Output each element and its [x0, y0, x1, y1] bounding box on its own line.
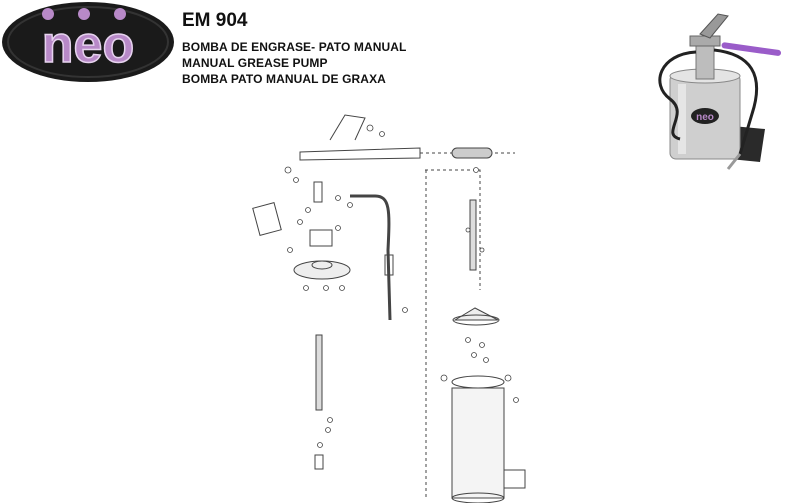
logo-dot: [78, 8, 90, 20]
side-bracket: [252, 202, 282, 236]
logo-ellipse: [2, 2, 174, 82]
logo-dot: [114, 8, 126, 20]
lever-bracket: [329, 114, 366, 141]
tank-logo-text: neo: [696, 112, 714, 123]
model-number: EM 904: [182, 10, 248, 31]
title-block: EM 904 BOMBA DE ENGRASE- PATO MANUAL MAN…: [182, 10, 406, 88]
pump-handle: [721, 42, 782, 56]
nozzle: [726, 153, 742, 170]
hose-drawing: [350, 194, 392, 321]
follower-plate: [451, 375, 505, 389]
tank-logo: [691, 108, 719, 124]
title-portuguese: BOMBA DE ENGRASE- PATO MANUAL: [182, 40, 407, 54]
lever-arm: [299, 147, 421, 161]
pump-body: [695, 43, 715, 80]
suction-tube: [315, 334, 323, 411]
tank-foot: [504, 469, 526, 489]
title-english: MANUAL GREASE PUMP: [182, 56, 328, 70]
logo-text: neo: [42, 16, 134, 74]
tank-cover: [453, 307, 499, 321]
pump-body-part: [309, 229, 333, 247]
lever-grip: [451, 147, 493, 159]
plunger-rod: [469, 199, 477, 271]
pump-head-part: [313, 181, 323, 203]
logo-dot: [42, 8, 54, 20]
neo-logo: neo: [2, 2, 174, 82]
product-photo: neo: [658, 13, 782, 170]
pump-flange: [293, 260, 351, 280]
exploded-parts-drawing: [252, 114, 526, 503]
tank-drawing: [451, 387, 505, 499]
title-brazilian: BOMBA PATO MANUAL DE GRAXA: [182, 72, 386, 86]
hose: [658, 50, 697, 141]
